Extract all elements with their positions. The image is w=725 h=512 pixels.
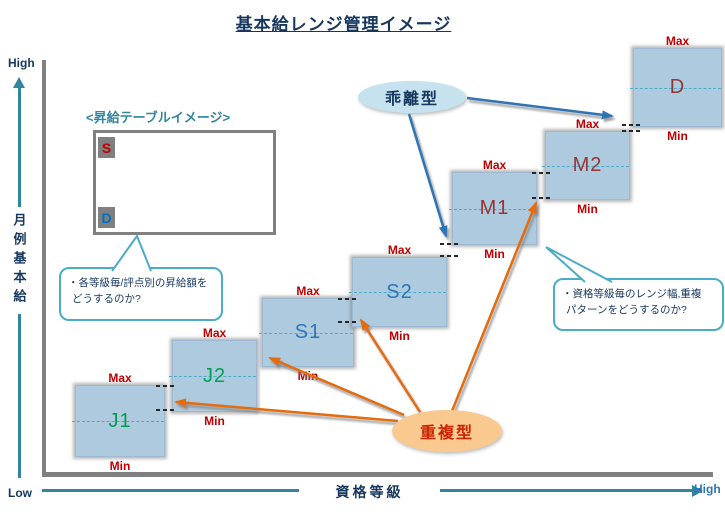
divergence-type-ellipse: 乖離型 [358,81,466,113]
min-label: Min [577,202,598,216]
grade-label-s1: S1 [294,321,322,343]
divergence-arrow-to-d-m2-gap [466,96,614,120]
midpoint-dashed-line [542,165,629,167]
grade-box-d: Max D Min [630,34,722,143]
midpoint-dashed-line [630,87,721,89]
grade-box-m2: Max M2 Min [542,117,630,216]
x-axis-arrowhead-icon [692,485,703,497]
callout-right-tail [545,246,613,283]
grade-box-s2: Max S2 Min [349,243,447,343]
grade-label-s2: S2 [386,280,413,303]
axis-low-label: Low [8,486,32,500]
min-label: Min [109,459,131,473]
callout-left-tail [111,233,152,272]
legend-cell-s: S [98,137,115,158]
grade-box-j1: Max J1 Min [72,371,165,473]
x-axis-title: 資格等級 [299,477,440,506]
grade-label-j1: J1 [108,409,132,432]
min-label: Min [204,414,225,428]
page-title: 基本給レンジ管理イメージ [235,15,452,34]
max-label: Max [108,371,132,385]
legend-table-box: S D [93,130,276,235]
max-label: Max [482,158,507,172]
legend-cell-d: D [98,207,115,228]
midpoint-dashed-line [349,292,446,293]
midpoint-dashed-line [169,376,256,377]
max-label: Max [575,117,600,131]
max-label: Max [665,34,690,48]
overlap-type-ellipse: 重複型 [392,410,502,452]
y-axis-title: 月例基本給 [0,207,38,314]
grade-box-s1: Max S1 Min [259,284,354,383]
max-label: Max [296,284,320,298]
y-axis-high-label: High [8,56,35,70]
min-label: Min [297,369,319,383]
grade-label-j2: J2 [202,364,227,387]
max-label: Max [387,243,412,257]
midpoint-dashed-line [72,421,164,422]
min-label: Min [484,247,505,261]
grade-label-m1: M1 [479,197,510,219]
min-label: Min [389,329,410,343]
x-axis-high-label: High [694,482,721,496]
callout-range-width: ・資格等級毎のレンジ幅,重複 パターンをどうするのか? [553,278,724,331]
plot-frame-bottom [42,472,713,477]
legend-title: <昇給テーブルイメージ> [86,110,231,125]
min-label: Min [667,129,688,143]
max-label: Max [202,326,227,340]
divergence-arrow-to-m1-s2-gap [407,113,448,238]
grade-label-m2: M2 [572,154,603,176]
grade-label-d: D [669,76,686,98]
grade-box-m1: Max M1 Min [449,158,537,261]
midpoint-dashed-line [259,332,353,334]
y-axis-arrowhead-icon [13,77,25,88]
grade-box-j2: Max J2 Min [169,326,257,428]
callout-raise-table: ・各等級毎/評点別の昇給額を どうするのか? [59,267,223,321]
plot-frame-left [42,60,46,477]
